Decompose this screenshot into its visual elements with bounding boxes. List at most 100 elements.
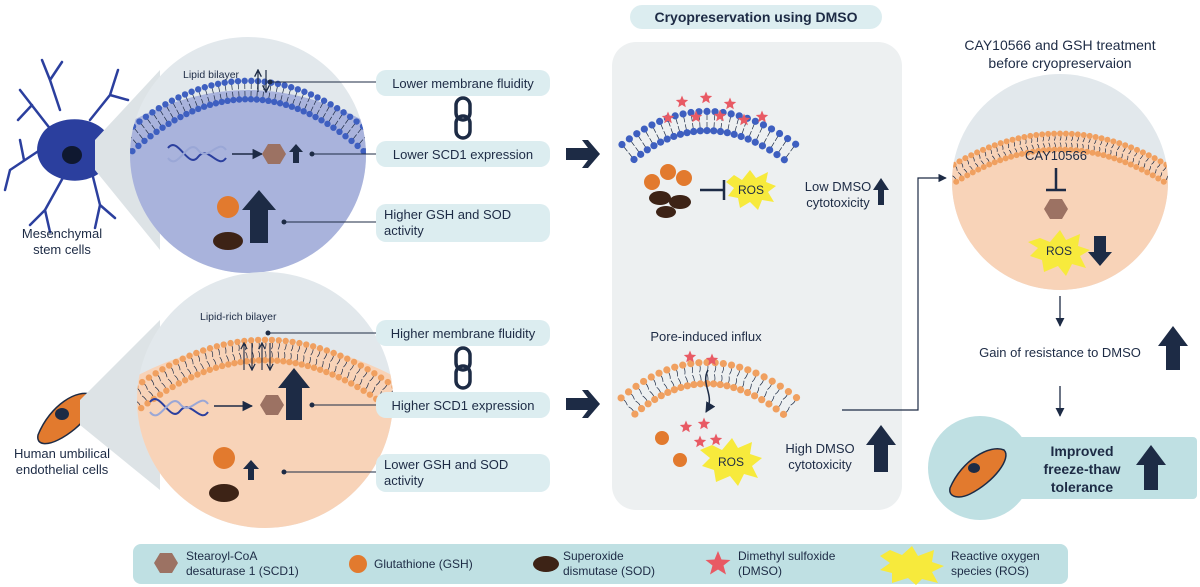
lipid-head — [679, 110, 687, 118]
legend-dmso-icon — [705, 551, 731, 575]
lipid-head — [186, 352, 193, 359]
lipid-head — [1122, 142, 1129, 149]
lipid-head — [371, 370, 378, 377]
huvec-cell-label-1: Human umbilical — [14, 446, 110, 461]
lipid-tail — [370, 137, 375, 143]
lipid-head — [142, 113, 150, 120]
lipid-head — [760, 373, 768, 381]
lipid-head — [206, 345, 214, 352]
lipid-head — [1110, 138, 1117, 145]
right-result-2: freeze-thaw — [1043, 461, 1120, 477]
lipid-head — [647, 373, 655, 381]
lipid-head — [962, 155, 969, 162]
lipid-head — [330, 349, 337, 357]
lipid-head — [737, 386, 745, 394]
lipid-head — [171, 117, 178, 124]
lipid-head — [784, 388, 793, 396]
lipid-head — [985, 144, 992, 151]
huvec-zoom-cone — [80, 320, 160, 490]
lipid-head — [687, 360, 695, 368]
huvec-fluidity-arrows — [244, 343, 270, 370]
lipid-head — [231, 359, 238, 367]
header-pill — [630, 5, 882, 29]
legend-gsh-line1: Glutathione (GSH) — [374, 557, 473, 571]
lipid-head — [650, 142, 658, 150]
lipid-head — [224, 97, 231, 105]
lipid-head — [657, 392, 665, 400]
lipid-head — [138, 404, 145, 412]
msc-bilayer-label: Lipid bilayer — [183, 69, 240, 81]
lipid-head — [743, 388, 752, 397]
lipid-head — [956, 158, 963, 165]
lipid-head — [276, 100, 284, 107]
lipid-head — [997, 140, 1004, 147]
lipid-head — [206, 366, 214, 373]
lipid-head — [633, 130, 641, 138]
lipid-head — [1128, 144, 1135, 151]
lipid-head — [772, 405, 780, 413]
lipid-head — [230, 96, 237, 104]
lipid-head — [643, 146, 651, 154]
lipid-head — [340, 109, 347, 116]
lipid-head — [716, 380, 724, 389]
middle-top-ros-text: ROS — [738, 183, 764, 197]
lipid-head — [282, 337, 289, 345]
middle-low-tox-up-arrow — [873, 178, 889, 205]
lipid-head — [677, 383, 685, 392]
lipid-head — [1127, 161, 1134, 168]
lipid-head — [696, 380, 705, 388]
lipid-head — [780, 156, 788, 164]
lipid-head — [1122, 159, 1129, 166]
lipid-head — [1008, 153, 1015, 160]
lipid-head — [696, 127, 704, 135]
middle-top-antioxidants — [644, 164, 692, 218]
middle-top-inhibit-line — [700, 180, 726, 200]
lipid-head — [188, 88, 195, 95]
lipid-head — [310, 364, 318, 371]
lipid-head — [723, 129, 731, 137]
lipid-head — [1018, 150, 1025, 157]
lipid-head — [342, 133, 349, 140]
lipid-head — [213, 343, 221, 350]
lipid-head — [648, 121, 656, 129]
lipid-head — [265, 97, 272, 105]
lipid-head — [1133, 163, 1140, 170]
lipid-head — [710, 127, 718, 135]
lipid-head — [162, 101, 169, 108]
right-result-1: Improved — [1050, 443, 1113, 459]
middle-bottom-membrane — [617, 358, 801, 418]
lipid-head — [1139, 149, 1146, 156]
lipid-head — [195, 105, 202, 113]
legend-sod-line1: Superoxide — [563, 549, 624, 563]
lipid-head — [312, 113, 319, 121]
lipid-head — [751, 138, 759, 146]
lipid-tail — [948, 168, 952, 174]
lipid-head — [163, 387, 170, 394]
lipid-head — [168, 97, 176, 104]
lipid-head — [149, 109, 156, 116]
msc-gsh-up-arrow — [242, 190, 276, 243]
lipid-head — [314, 94, 321, 101]
lipid-head — [141, 137, 148, 145]
huvec-gsh-icon — [213, 447, 235, 469]
lipid-head — [683, 382, 691, 390]
lipid-head — [281, 82, 288, 89]
lipid-head — [1098, 135, 1105, 142]
lipid-head — [301, 88, 308, 95]
lipid-head — [304, 362, 312, 370]
middle-bottom-dmso — [679, 350, 723, 448]
lipid-head — [243, 358, 250, 365]
lipid-head — [329, 371, 336, 378]
dmso-star-icon — [699, 91, 713, 104]
lipid-head — [727, 110, 735, 118]
lipid-head — [765, 400, 773, 408]
lipid-head — [183, 110, 190, 118]
lipid-head — [670, 132, 678, 141]
huvec-pills: Higher membrane fluidity Higher SCD1 exp… — [265, 320, 550, 492]
lipid-head — [316, 366, 324, 373]
legend-ros-line2: species (ROS) — [951, 564, 1029, 578]
lipid-head — [1163, 161, 1168, 168]
lipid-head — [730, 383, 738, 392]
lipid-head — [752, 369, 760, 377]
lipid-head — [316, 345, 324, 352]
